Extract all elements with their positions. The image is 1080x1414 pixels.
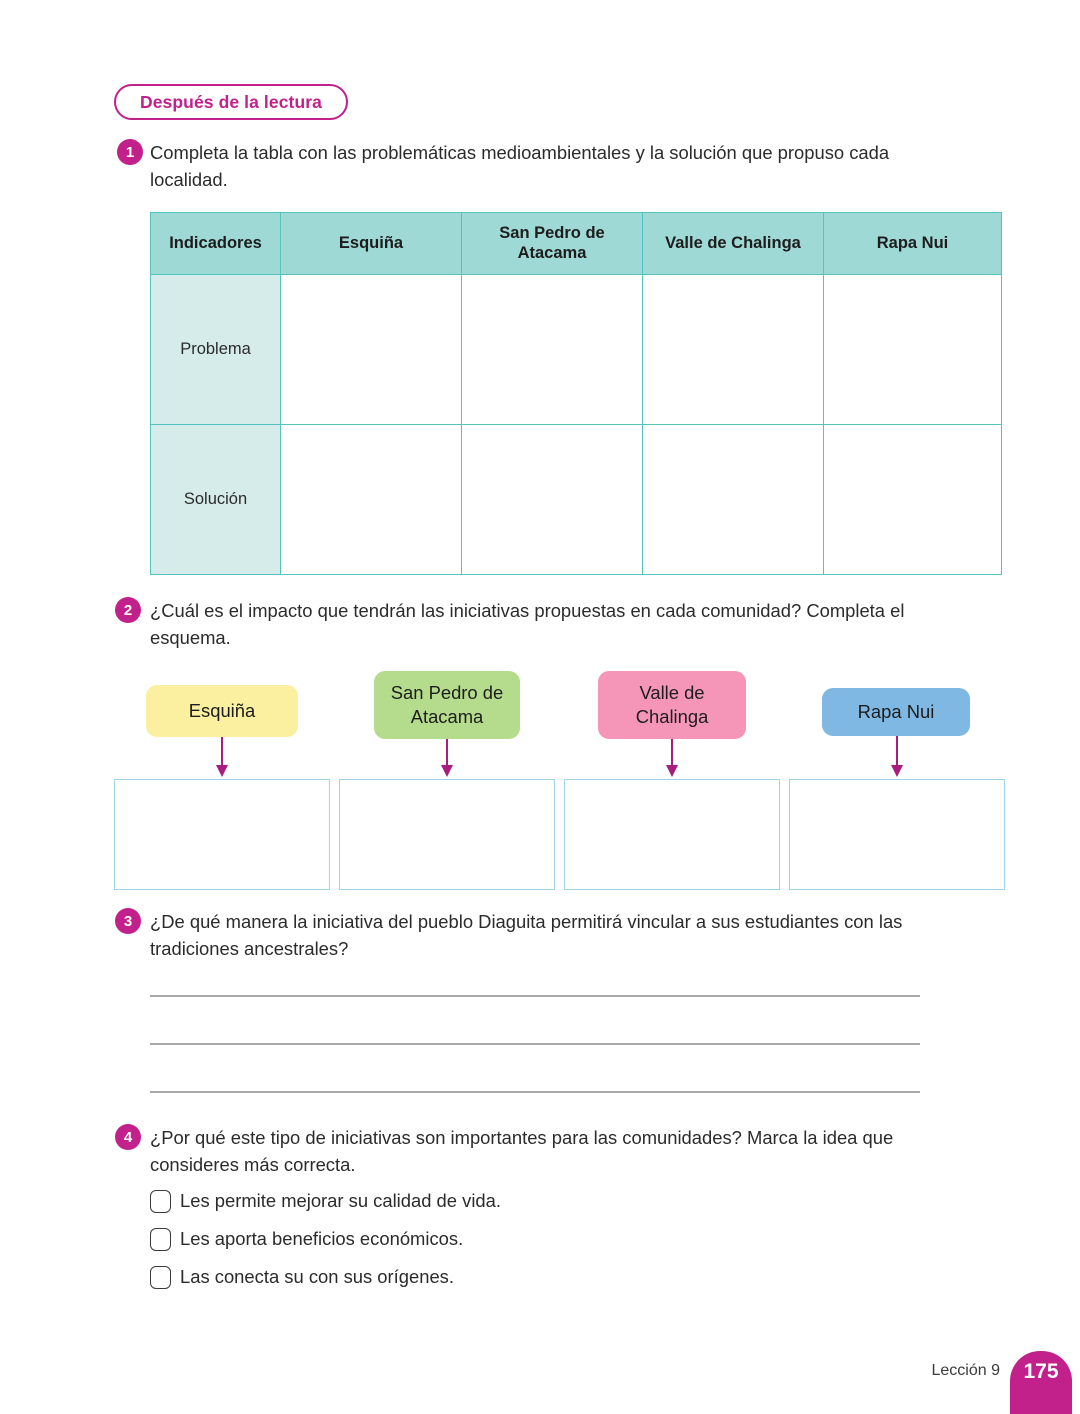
option-row-3[interactable]: Las conecta su con sus orígenes.: [150, 1266, 454, 1289]
question-number-1: 1: [117, 139, 143, 165]
row-label-solucion: Solución: [150, 424, 281, 575]
question-text-4: ¿Por qué este tipo de iniciativas son im…: [150, 1127, 894, 1175]
footer-page-number: 175: [1010, 1351, 1072, 1414]
table-row-solucion: Solución: [150, 424, 1002, 575]
scheme-chip-san-pedro-de-atacama: San Pedro de Atacama: [374, 671, 520, 739]
cell-solucion-san-pedro[interactable]: [461, 424, 643, 575]
arrow-down-icon-esquina: [215, 737, 229, 777]
scheme-chip-san-pedro-label: San Pedro de Atacama: [390, 682, 504, 727]
checkbox-icon-option-2[interactable]: [150, 1228, 171, 1251]
scheme-chip-valle-de-chalinga: Valle de Chalinga: [598, 671, 746, 739]
row-label-problema: Problema: [150, 274, 281, 425]
answer-line-1[interactable]: [150, 995, 920, 997]
scheme-chip-esquina-label: Esquiña: [188, 700, 256, 722]
cell-problema-san-pedro[interactable]: [461, 274, 643, 425]
question-number-2: 2: [115, 597, 141, 623]
table-header-valle-de-chalinga: Valle de Chalinga: [642, 212, 824, 275]
table-header-row: Indicadores Esquiña San Pedro de Atacama…: [150, 212, 1002, 275]
table-header-san-pedro-de-atacama: San Pedro de Atacama: [461, 212, 643, 275]
option-row-1[interactable]: Les permite mejorar su calidad de vida.: [150, 1190, 501, 1213]
question-number-3: 3: [115, 908, 141, 934]
scheme-chip-esquina: Esquiña: [146, 685, 298, 737]
arrow-shaft: [221, 737, 224, 766]
option-row-2[interactable]: Les aporta beneficios económicos.: [150, 1228, 463, 1251]
question-text-2: ¿Cuál es el impacto que tendrán las inic…: [150, 600, 905, 648]
question-text-3: ¿De qué manera la iniciativa del pueblo …: [150, 911, 903, 959]
arrow-shaft: [446, 739, 449, 766]
table-header-esquina: Esquiña: [280, 212, 462, 275]
table-header-indicadores: Indicadores: [150, 212, 281, 275]
arrow-head: [216, 765, 228, 777]
answer-line-3[interactable]: [150, 1091, 920, 1093]
arrow-down-icon-rapa-nui: [890, 736, 904, 777]
arrow-head: [666, 765, 678, 777]
question-text-1: Completa la tabla con las problemáticas …: [150, 142, 890, 190]
arrow-shaft: [896, 736, 899, 766]
arrow-head: [891, 765, 903, 777]
table-row-problema: Problema: [150, 274, 1002, 425]
section-badge-label: Después de la lectura: [139, 91, 323, 112]
scheme-chip-rapa-nui: Rapa Nui: [822, 688, 970, 736]
scheme-chip-rapa-nui-label: Rapa Nui: [857, 701, 935, 723]
scheme-answer-box-valle-chalinga[interactable]: [564, 779, 780, 890]
scheme-chip-valle-label: Valle de Chalinga: [635, 682, 709, 727]
question-number-4: 4: [115, 1124, 141, 1150]
scheme-answer-box-rapa-nui[interactable]: [789, 779, 1005, 890]
cell-problema-rapa-nui[interactable]: [823, 274, 1002, 425]
arrow-head: [441, 765, 453, 777]
arrow-down-icon-valle-chalinga: [665, 739, 679, 777]
option-label-1: Les permite mejorar su calidad de vida.: [180, 1190, 501, 1212]
indicators-table: Indicadores Esquiña San Pedro de Atacama…: [150, 212, 1002, 575]
scheme-answer-box-esquina[interactable]: [114, 779, 330, 890]
scheme-answer-box-san-pedro[interactable]: [339, 779, 555, 890]
answer-line-2[interactable]: [150, 1043, 920, 1045]
arrow-shaft: [671, 739, 674, 766]
arrow-down-icon-san-pedro: [440, 739, 454, 777]
option-label-2: Les aporta beneficios económicos.: [180, 1228, 464, 1250]
cell-solucion-esquina[interactable]: [280, 424, 462, 575]
section-badge: Después de la lectura: [114, 84, 348, 120]
option-label-3: Las conecta su con sus orígenes.: [180, 1266, 454, 1288]
cell-solucion-rapa-nui[interactable]: [823, 424, 1002, 575]
table-header-rapa-nui: Rapa Nui: [823, 212, 1002, 275]
footer-lesson-label: Lección 9: [931, 1362, 1001, 1379]
cell-problema-esquina[interactable]: [280, 274, 462, 425]
checkbox-icon-option-1[interactable]: [150, 1190, 171, 1213]
cell-solucion-valle-chalinga[interactable]: [642, 424, 824, 575]
cell-problema-valle-chalinga[interactable]: [642, 274, 824, 425]
checkbox-icon-option-3[interactable]: [150, 1266, 171, 1289]
